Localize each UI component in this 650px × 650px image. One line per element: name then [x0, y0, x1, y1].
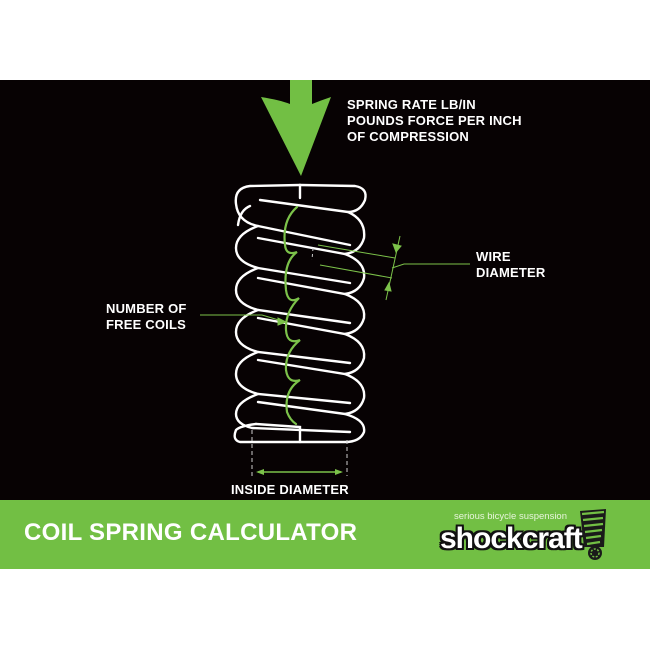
- spring-rate-line2: POUNDS FORCE PER INCH: [347, 113, 522, 128]
- inside-diameter-annotation: [251, 430, 348, 476]
- force-arrow-icon: [261, 80, 331, 176]
- free-coils-indicator: [283, 205, 301, 426]
- spring-rate-line1: SPRING RATE LB/IN: [347, 97, 476, 112]
- spring-rate-label: SPRING RATE LB/IN POUNDS FORCE PER INCH …: [347, 97, 522, 145]
- spring-logo-icon: [580, 509, 606, 560]
- wire-diameter-line2: DIAMETER: [476, 265, 546, 280]
- free-coils-label: NUMBER OF FREE COILS: [106, 301, 187, 333]
- title-banner: [0, 500, 650, 569]
- free-coils-line1: NUMBER OF: [106, 301, 187, 316]
- inside-diameter-label: INSIDE DIAMETER: [231, 482, 349, 497]
- page-title: COIL SPRING CALCULATOR: [24, 519, 358, 546]
- wire-diameter-annotation: [311, 235, 470, 301]
- spring-icon: [233, 183, 367, 444]
- logo-tagline: serious bicycle suspension: [454, 511, 568, 522]
- logo-wordmark: shockcraft: [440, 522, 583, 555]
- spring-rate-line3: OF COMPRESSION: [347, 129, 469, 144]
- free-coils-line2: FREE COILS: [106, 317, 187, 332]
- free-coils-pointer: [200, 314, 288, 326]
- shockcraft-logo: serious bicycle suspension shockcraft: [440, 505, 610, 565]
- wire-diameter-line1: WIRE: [476, 249, 511, 264]
- wire-diameter-label: WIRE DIAMETER: [476, 249, 546, 281]
